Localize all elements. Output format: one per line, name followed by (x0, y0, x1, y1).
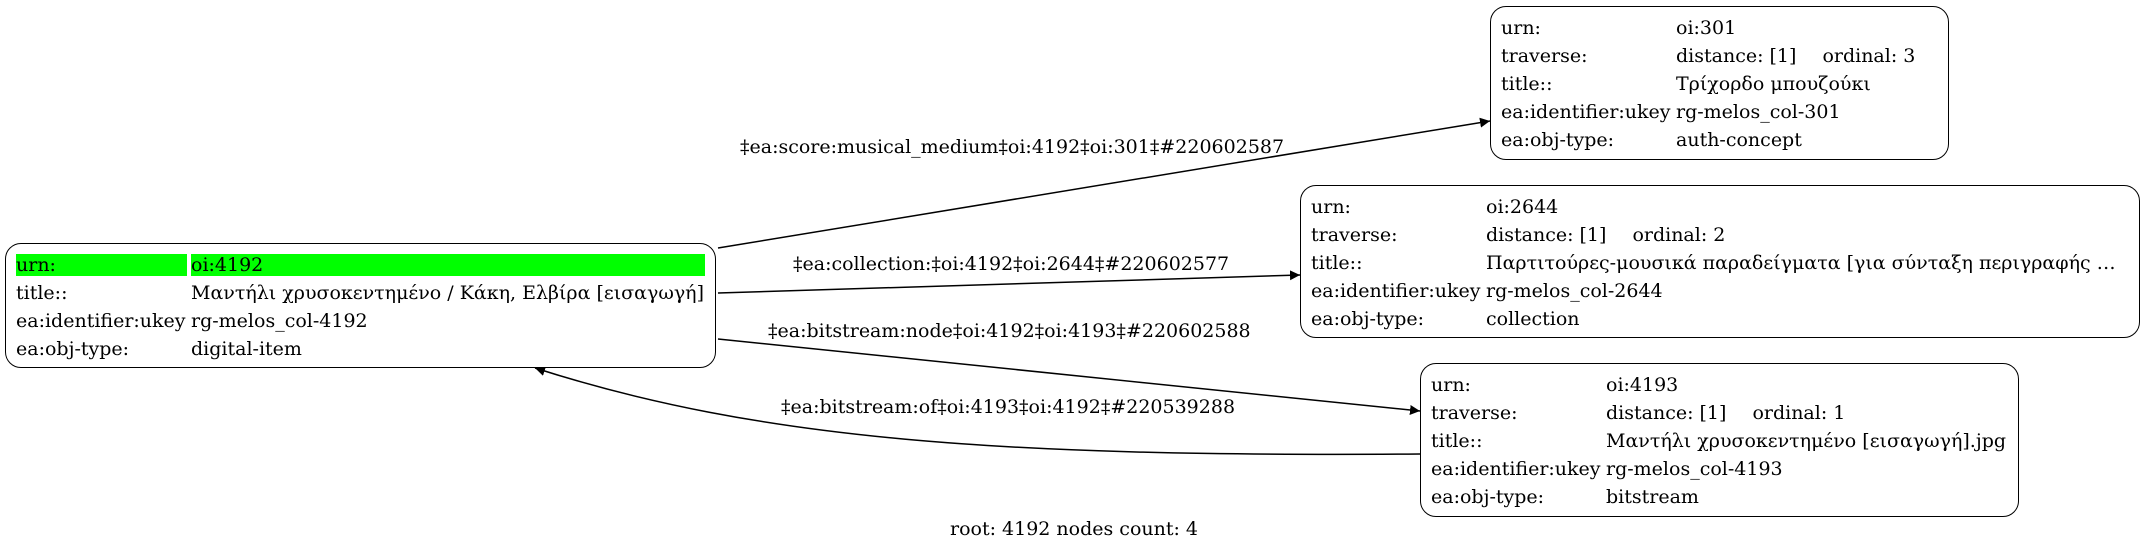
node-title-value: Παρτιτούρες-μουσικά παραδείγματα [για σύ… (1486, 252, 2129, 274)
node-title-row: title:: Παρτιτούρες-μουσικά παραδείγματα… (1311, 249, 2129, 277)
root-ukey-key: ea:identifier:ukey (16, 310, 186, 332)
node-urn-value: oi:2644 (1486, 196, 1559, 218)
node-ukey-value: rg-melos_col-301 (1676, 101, 1841, 123)
node-objtype-row: ea:obj-type: collection (1311, 305, 2129, 333)
root-urn-row: urn: oi:4192 (16, 251, 705, 279)
node-ordinal-value: ordinal: 3 (1822, 45, 1916, 67)
node-ukey-key: ea:identifier:ukey (1311, 280, 1481, 302)
node-oi-301[interactable]: urn: oi:301 traverse: distance: [1] ordi… (1490, 6, 1949, 160)
node-ukey-value: rg-melos_col-2644 (1486, 280, 1663, 302)
node-ukey-value: rg-melos_col-4193 (1606, 458, 1783, 480)
node-objtype-value: bitstream (1606, 486, 1699, 508)
root-ukey-row: ea:identifier:ukey rg-melos_col-4192 (16, 307, 705, 335)
node-urn-value: oi:4193 (1606, 374, 1679, 396)
graph-footer: root: 4192 nodes count: 4 (950, 518, 1199, 540)
node-traverse-row: traverse: distance: [1] ordinal: 3 (1501, 42, 1938, 70)
edge-label-musical-medium: ‡ea:score:musical_medium‡oi:4192‡oi:301‡… (740, 136, 1285, 158)
node-title-row: title:: Μαντήλι χρυσοκεντημένο [εισαγωγή… (1431, 427, 2008, 455)
node-title-key: title:: (1431, 430, 1483, 452)
node-distance-value: distance: [1] (1606, 402, 1727, 424)
node-traverse-key: traverse: (1431, 402, 1518, 424)
node-urn-key: urn: (1311, 196, 1351, 218)
node-objtype-value: collection (1486, 308, 1580, 330)
edge-line-musical-medium (717, 117, 1491, 249)
node-title-value: Μαντήλι χρυσοκεντημένο [εισαγωγή].jpg (1606, 430, 2007, 452)
node-ordinal-value: ordinal: 2 (1632, 224, 1726, 246)
node-urn-value: oi:301 (1676, 17, 1737, 39)
edge-label-collection: ‡ea:collection:‡oi:4192‡oi:2644‡#2206025… (793, 253, 1230, 275)
node-ukey-key: ea:identifier:ukey (1501, 101, 1671, 123)
edge-label-bitstream-node: ‡ea:bitstream:node‡oi:4192‡oi:4193‡#2206… (768, 320, 1251, 342)
node-objtype-row: ea:obj-type: bitstream (1431, 483, 2008, 511)
root-urn-value: oi:4192 (191, 254, 705, 276)
node-urn-key: urn: (1431, 374, 1471, 396)
node-urn-row: urn: oi:301 (1501, 14, 1938, 42)
root-title-value: Μαντήλι χρυσοκεντημένο / Κάκη, Ελβίρα [ε… (191, 282, 704, 304)
node-urn-row: urn: oi:4193 (1431, 371, 2008, 399)
root-objtype-key: ea:obj-type: (16, 338, 130, 360)
node-urn-key: urn: (1501, 17, 1541, 39)
node-distance-value: distance: [1] (1676, 45, 1797, 67)
node-objtype-key: ea:obj-type: (1311, 308, 1425, 330)
root-node[interactable]: urn: oi:4192 title:: Μαντήλι χρυσοκεντημ… (5, 243, 716, 368)
root-title-row: title:: Μαντήλι χρυσοκεντημένο / Κάκη, Ε… (16, 279, 705, 307)
root-urn-key: urn: (16, 254, 187, 276)
node-urn-row: urn: oi:2644 (1311, 193, 2129, 221)
node-oi-4193[interactable]: urn: oi:4193 traverse: distance: [1] ord… (1420, 363, 2019, 517)
node-title-key: title:: (1501, 73, 1553, 95)
node-title-value: Τρίχορδο μπουζούκι (1676, 73, 1871, 95)
node-traverse-row: traverse: distance: [1] ordinal: 1 (1431, 399, 2008, 427)
edge-line-bitstream-node (717, 338, 1421, 415)
root-title-key: title:: (16, 282, 68, 304)
edge-line-bitstream-of (534, 366, 1421, 456)
node-traverse-row: traverse: distance: [1] ordinal: 2 (1311, 221, 2129, 249)
node-ukey-key: ea:identifier:ukey (1431, 458, 1601, 480)
node-ukey-row: ea:identifier:ukey rg-melos_col-4193 (1431, 455, 2008, 483)
node-objtype-key: ea:obj-type: (1501, 129, 1615, 151)
node-objtype-value: auth-concept (1676, 129, 1802, 151)
node-objtype-key: ea:obj-type: (1431, 486, 1545, 508)
node-oi-2644[interactable]: urn: oi:2644 traverse: distance: [1] ord… (1300, 185, 2140, 338)
edge-label-bitstream-of: ‡ea:bitstream:of‡oi:4193‡oi:4192‡#220539… (781, 396, 1236, 418)
edge-line-collection (717, 270, 1301, 294)
node-title-key: title:: (1311, 252, 1363, 274)
node-ukey-row: ea:identifier:ukey rg-melos_col-2644 (1311, 277, 2129, 305)
node-ukey-row: ea:identifier:ukey rg-melos_col-301 (1501, 98, 1938, 126)
root-ukey-value: rg-melos_col-4192 (191, 310, 368, 332)
node-ordinal-value: ordinal: 1 (1752, 402, 1846, 424)
node-objtype-row: ea:obj-type: auth-concept (1501, 126, 1938, 154)
node-distance-value: distance: [1] (1486, 224, 1607, 246)
node-traverse-key: traverse: (1501, 45, 1588, 67)
node-traverse-key: traverse: (1311, 224, 1398, 246)
node-title-row: title:: Τρίχορδο μπουζούκι (1501, 70, 1938, 98)
root-objtype-row: ea:obj-type: digital-item (16, 335, 705, 363)
root-objtype-value: digital-item (191, 338, 302, 360)
